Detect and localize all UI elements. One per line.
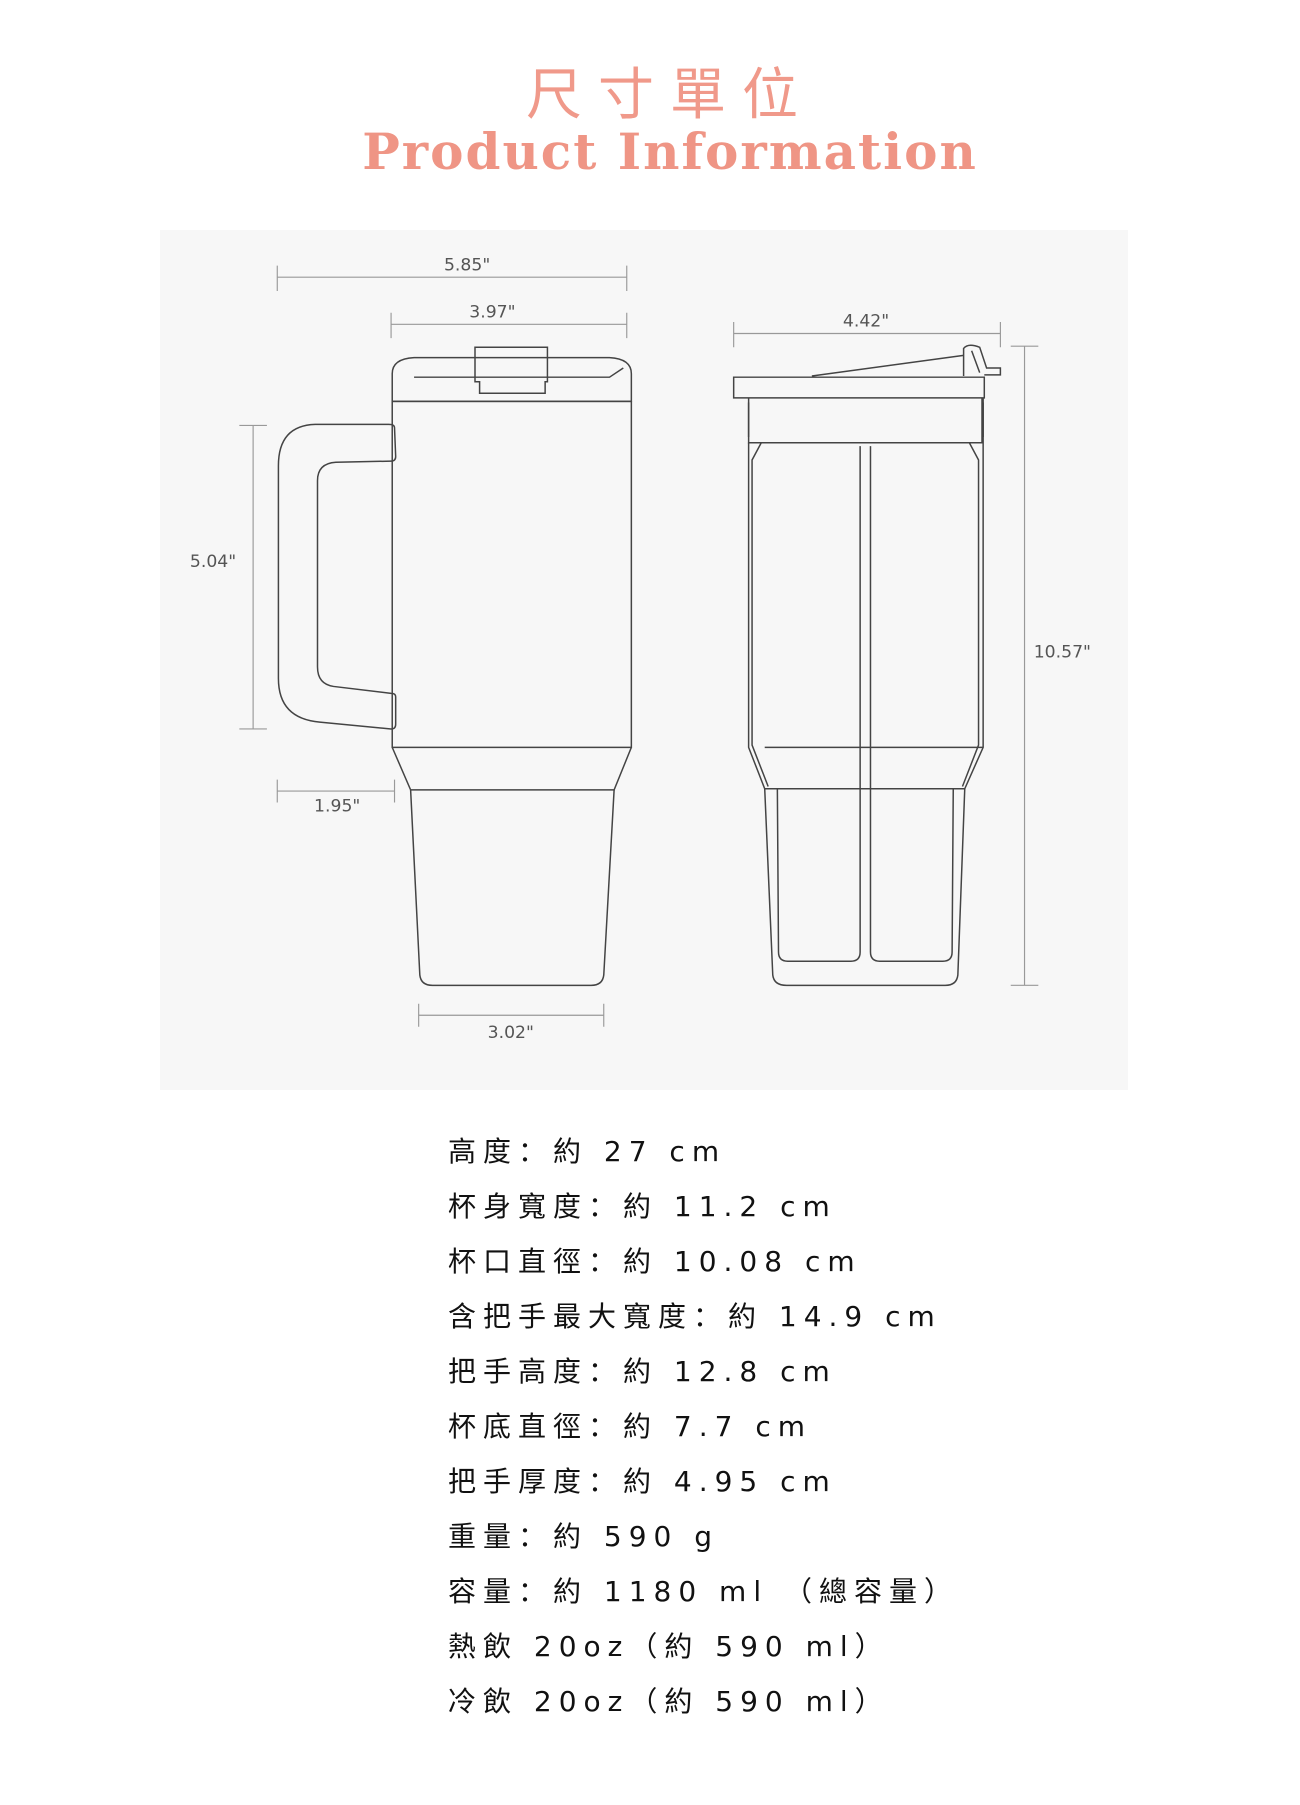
spec-handle-height: 把手高度：約 12.8 cm	[448, 1355, 837, 1388]
dim-handle-depth: 1.95"	[314, 797, 360, 817]
spec-capacity: 容量：約 1180 ml （總容量）	[448, 1575, 960, 1608]
dim-handle-height: 5.04"	[190, 552, 236, 572]
spec-body-width: 杯身寬度：約 11.2 cm	[448, 1190, 837, 1223]
spec-hot-drink: 熱飲 20oz（約 590 ml）	[448, 1630, 890, 1663]
tumbler-side-view	[732, 344, 1002, 987]
spec-mouth-diameter: 杯口直徑：約 10.08 cm	[448, 1245, 862, 1278]
tumbler-drawing: 5.85" 3.97" 4.42" 5.04" 10.57" 1.95" 3.0…	[190, 255, 1091, 1043]
spec-handle-thickness: 把手厚度：約 4.95 cm	[448, 1465, 837, 1498]
tumbler-front-view	[277, 346, 633, 987]
dim-total-height: 10.57"	[1034, 643, 1091, 663]
spec-height: 高度：約 27 cm	[448, 1135, 727, 1168]
dim-side-width: 4.42"	[843, 312, 889, 332]
dim-total-width: 5.85"	[444, 255, 490, 275]
spec-weight: 重量：約 590 g	[448, 1520, 720, 1553]
dimension-diagram: 5.85" 3.97" 4.42" 5.04" 10.57" 1.95" 3.0…	[160, 230, 1128, 1090]
dim-base-width: 3.02"	[488, 1023, 534, 1043]
page-title-en: Product Information	[362, 122, 978, 181]
dim-top-width: 3.97"	[469, 302, 515, 322]
spec-max-width-with-handle: 含把手最大寬度：約 14.9 cm	[448, 1300, 942, 1333]
dimension-lines	[239, 265, 1039, 1027]
spec-list: 高度：約 27 cm 杯身寬度：約 11.2 cm 杯口直徑：約 10.08 c…	[448, 1128, 959, 1733]
spec-cold-drink: 冷飲 20oz（約 590 ml）	[448, 1685, 890, 1718]
page-title-zh: 尺寸單位	[526, 63, 814, 128]
spec-base-diameter: 杯底直徑：約 7.7 cm	[448, 1410, 813, 1443]
